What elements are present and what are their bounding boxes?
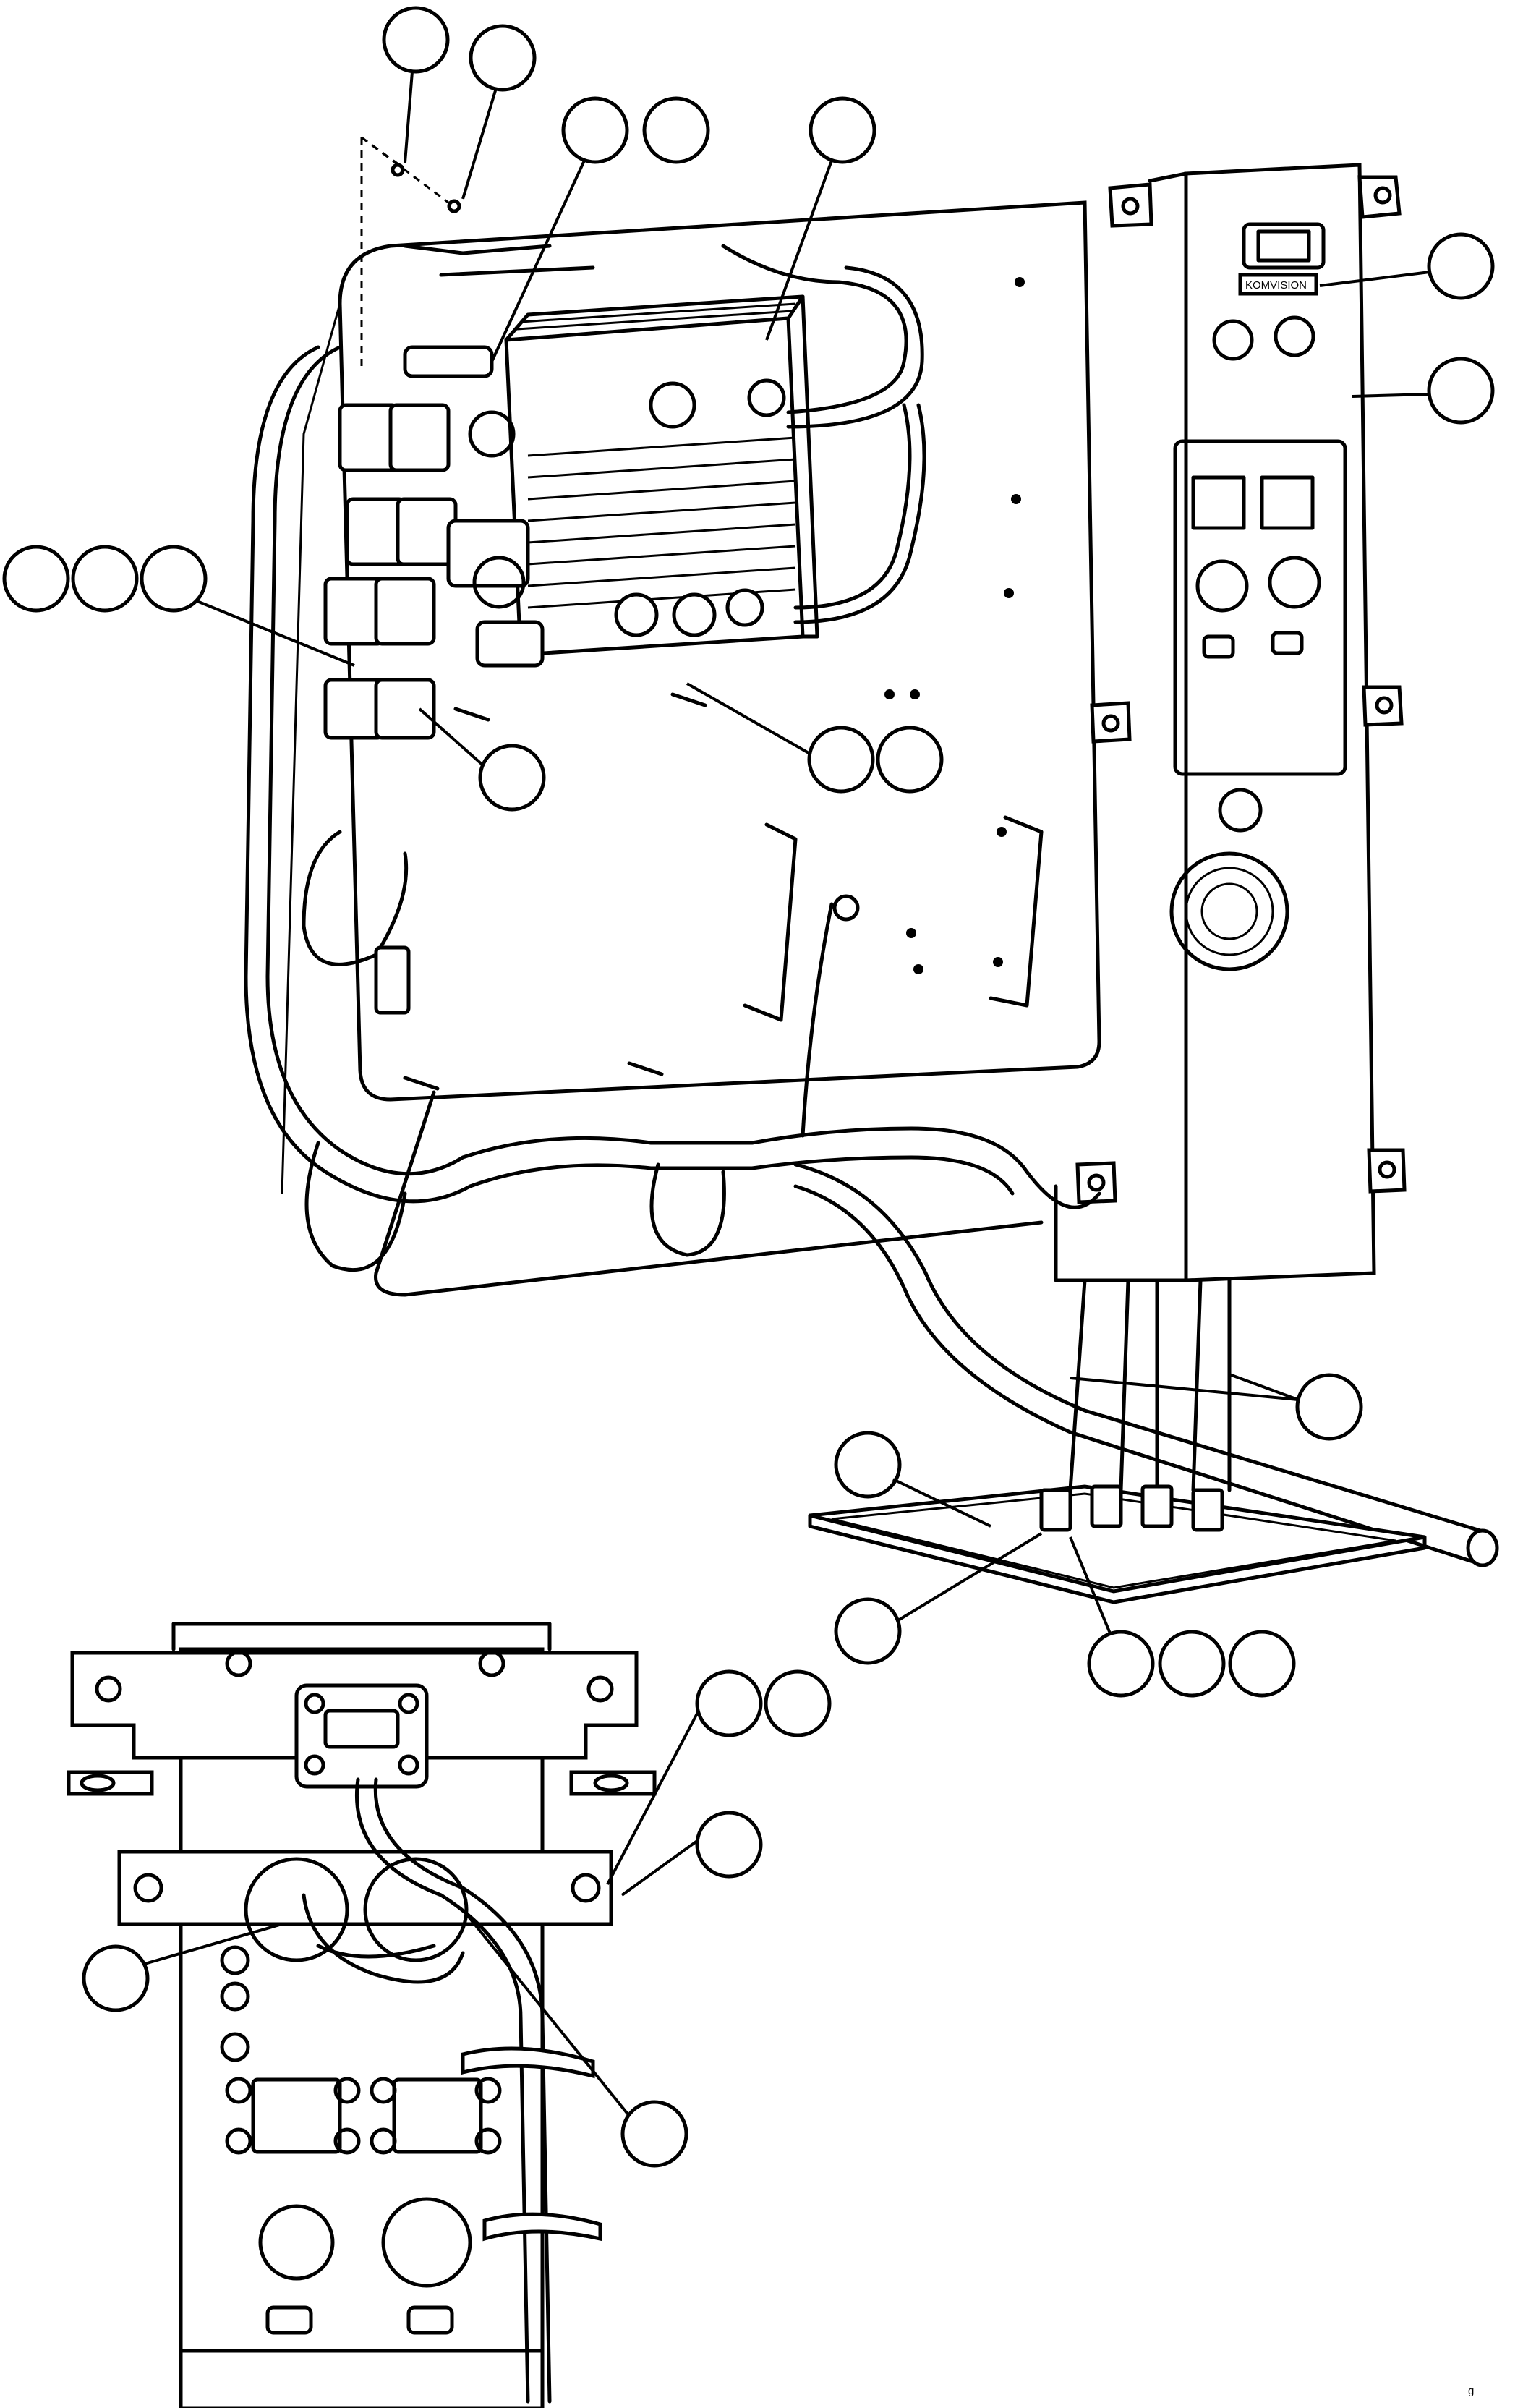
callout-balloon	[469, 24, 537, 92]
bolt-heads	[220, 1945, 502, 2155]
callout-balloon	[1427, 357, 1495, 425]
callout-balloon	[2, 545, 70, 613]
callout-balloon	[695, 1669, 763, 1737]
callout-balloons-lower	[82, 1669, 832, 2168]
komvision-label-plate	[1238, 273, 1318, 296]
handle-right	[989, 815, 1044, 1008]
upper-assembly: KOMVISION	[2, 6, 1499, 1698]
callout-balloon	[561, 96, 629, 164]
handle-left	[743, 822, 798, 1022]
komvision-label: KOMVISION	[1245, 279, 1307, 292]
callout-balloon	[1228, 1630, 1296, 1698]
callout-balloon	[807, 726, 875, 794]
callout-balloon	[140, 545, 208, 613]
callout-balloon	[382, 6, 450, 74]
callout-balloon	[642, 96, 710, 164]
callout-balloon	[1087, 1630, 1155, 1698]
callout-balloon	[834, 1431, 902, 1499]
detail-view	[67, 1622, 832, 2408]
callout-balloons-upper	[2, 6, 1495, 1698]
callout-balloon	[620, 2100, 688, 2168]
dowel-pins	[403, 692, 707, 1091]
sheet-mark: g	[1468, 2385, 1474, 2397]
wire-harness	[244, 244, 1499, 1567]
hardware-callout-dashed	[360, 136, 449, 369]
callout-balloon	[478, 744, 546, 812]
callout-balloon	[1427, 232, 1495, 300]
plate-holes	[884, 277, 1025, 974]
base-plate	[808, 1278, 1427, 1604]
callout-balloon	[834, 1597, 902, 1665]
relay-cluster	[323, 345, 545, 740]
callout-balloon	[1158, 1630, 1226, 1698]
callout-balloon	[71, 545, 139, 613]
callout-balloon	[1295, 1373, 1363, 1441]
leader-lines-lower	[144, 1710, 700, 2117]
callout-balloon	[695, 1811, 763, 1879]
callout-balloon	[764, 1669, 832, 1737]
callout-balloon	[876, 726, 944, 794]
handle-top	[403, 244, 595, 277]
callout-balloon	[82, 1944, 150, 2012]
callout-balloon	[809, 96, 876, 164]
leader-lines-upper	[195, 71, 1430, 1634]
control-panel: KOMVISION	[1054, 163, 1407, 1282]
controller-module	[504, 294, 819, 657]
